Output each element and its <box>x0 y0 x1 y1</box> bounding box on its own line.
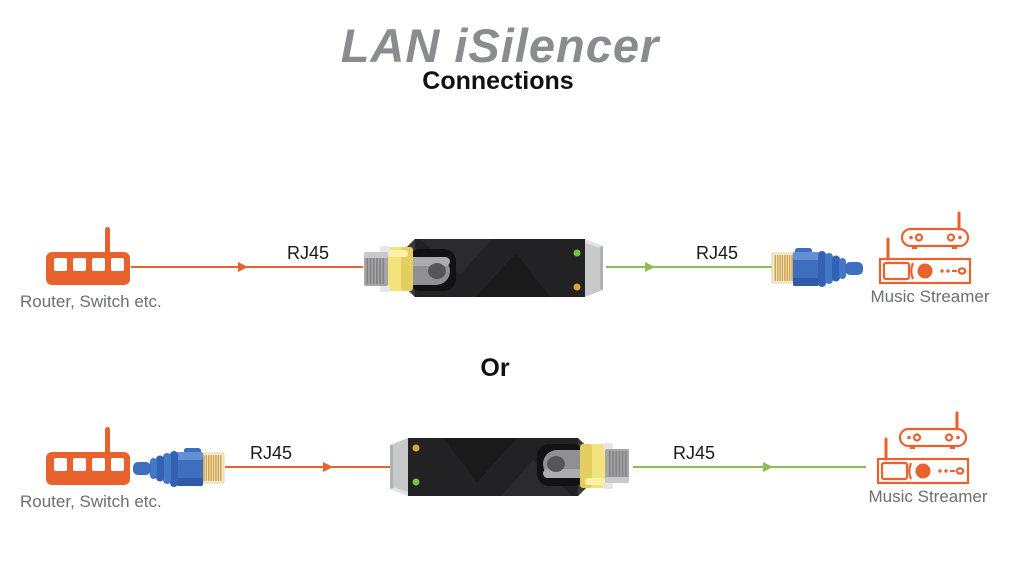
arrowhead-icon <box>763 462 773 472</box>
page-title: LAN iSilencer <box>340 19 660 72</box>
source-label: Router, Switch etc. <box>20 292 162 311</box>
rj45-blue-plug-icon <box>771 246 863 290</box>
source-label: Router, Switch etc. <box>20 492 162 511</box>
or-separator-label: Or <box>480 354 510 382</box>
cable-line-orange <box>225 466 395 468</box>
music-streamer-icon <box>872 211 976 291</box>
lan-isilencer-device-icon <box>358 233 608 303</box>
arrowhead-icon <box>238 262 248 272</box>
destination-label: Music Streamer <box>868 487 988 506</box>
router-icon <box>46 227 132 287</box>
rj45-label: RJ45 <box>695 243 739 263</box>
arrowhead-icon <box>323 462 333 472</box>
music-streamer-icon <box>870 411 974 491</box>
destination-label: Music Streamer <box>870 287 990 306</box>
page-subtitle: Connections <box>422 67 574 95</box>
cable-line-green <box>606 266 773 268</box>
rj45-label: RJ45 <box>249 443 293 463</box>
rj45-label: RJ45 <box>672 443 716 463</box>
rj45-blue-plug-icon <box>133 446 225 490</box>
router-icon <box>46 427 132 487</box>
cable-line-green <box>633 466 866 468</box>
rj45-label: RJ45 <box>286 243 330 263</box>
lan-isilencer-device-icon <box>385 432 635 502</box>
arrowhead-icon <box>645 262 655 272</box>
